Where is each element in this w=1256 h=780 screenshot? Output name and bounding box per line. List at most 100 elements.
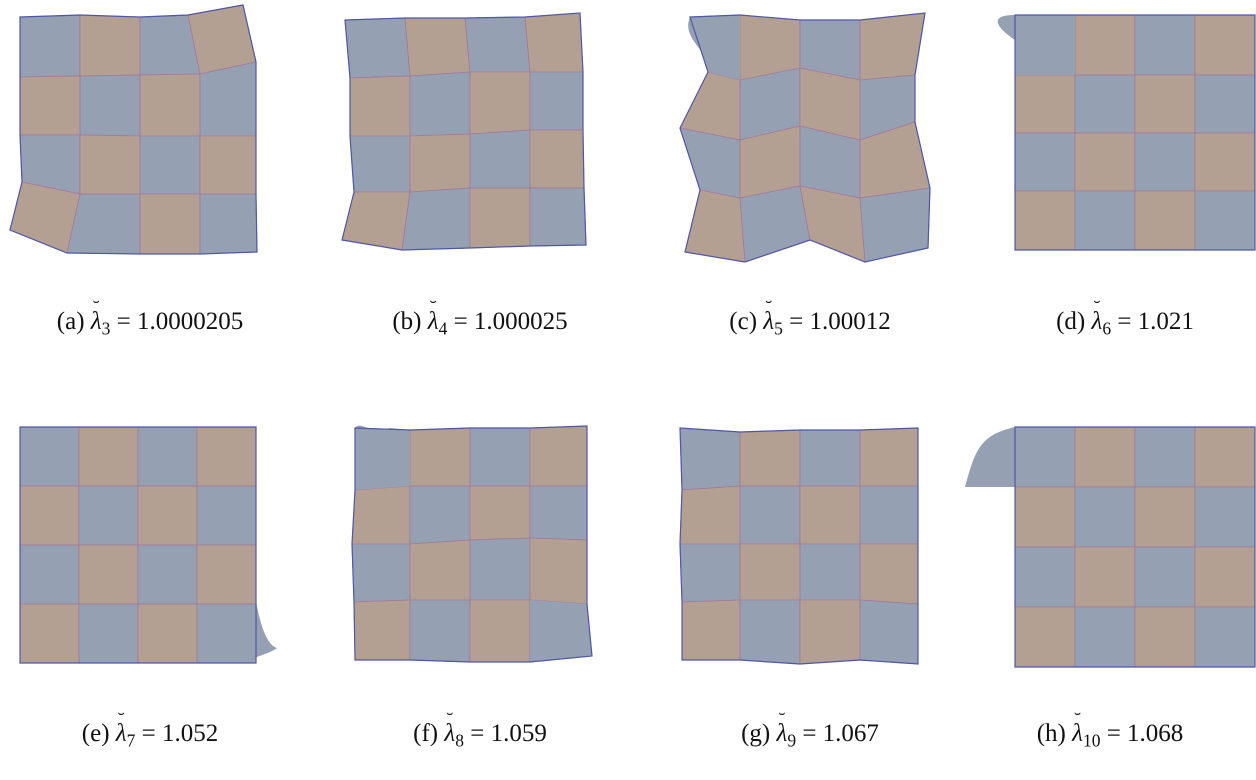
- mesh-outline: [679, 12, 931, 263]
- mesh-cell-tan: [137, 603, 198, 664]
- mesh-cell-tan: [859, 543, 919, 605]
- mesh-outline: [341, 12, 587, 251]
- mesh-cell-tan: [1074, 546, 1136, 608]
- mesh-cell-blue: [529, 71, 584, 131]
- mesh-outline: [1014, 14, 1256, 251]
- mesh-cell-blue: [1074, 606, 1136, 668]
- mesh-boundary-bulge: [997, 15, 1075, 75]
- mesh-cell-blue: [469, 537, 531, 601]
- mesh-cell-tan: [469, 599, 531, 663]
- caption: (e) λ7 = 1.052: [0, 720, 300, 751]
- mesh-plot: [679, 427, 919, 665]
- caption: (g) λ9 = 1.067: [660, 720, 960, 751]
- mesh-plot: [9, 4, 258, 255]
- mesh-cell-tan: [1134, 606, 1196, 668]
- mesh-plot: [19, 426, 277, 664]
- mesh-cell-blue: [409, 71, 471, 137]
- mesh-cell-tan: [353, 599, 411, 661]
- mesh-cell-blue: [739, 185, 811, 263]
- mesh-cell-tan: [196, 426, 257, 487]
- mesh-outline: [9, 4, 258, 255]
- mesh-cell-blue: [1074, 190, 1136, 251]
- mesh-cell-tan: [524, 12, 584, 73]
- mesh-cell-blue: [1014, 426, 1076, 488]
- mesh-plot: [997, 14, 1256, 251]
- mesh-outline: [19, 426, 257, 664]
- lambda-symbol: λ: [763, 308, 774, 336]
- mesh-cell-tan: [78, 544, 139, 605]
- mesh-boundary-bulge: [688, 15, 740, 80]
- mesh-plot: [965, 426, 1256, 668]
- mesh-cell-tan: [196, 544, 257, 605]
- mesh-cell-blue: [1134, 132, 1196, 192]
- caption: (f) λ8 = 1.059: [330, 720, 630, 751]
- mesh-cell-tan: [799, 185, 866, 263]
- mesh-cell-blue: [529, 485, 588, 541]
- mesh-outline: [351, 425, 593, 663]
- caption: (c) λ5 = 1.00012: [660, 308, 960, 339]
- panel-e: (e) λ7 = 1.052: [0, 410, 300, 780]
- mesh-cell-tan: [1134, 74, 1196, 134]
- mesh-cell-tan: [349, 75, 411, 137]
- mesh-cell-blue: [1134, 546, 1196, 608]
- mesh-cell-blue: [66, 193, 141, 255]
- mesh-cell-blue: [799, 429, 861, 487]
- mesh-cell-tan: [409, 133, 471, 193]
- mesh-cell-blue: [1134, 14, 1196, 76]
- mesh-cell-blue: [351, 543, 411, 603]
- mesh-cell-blue: [78, 603, 139, 664]
- mesh-cell-tan: [469, 71, 531, 135]
- mesh-cell-blue: [739, 599, 801, 665]
- mesh-cell-tan: [19, 603, 80, 664]
- mesh-cell-blue: [679, 543, 741, 603]
- mesh-cell-blue: [1074, 486, 1136, 548]
- lambda-symbol: λ: [776, 720, 787, 748]
- mesh-cell-blue: [1194, 74, 1256, 134]
- mesh-cell-blue: [529, 187, 587, 247]
- mesh-cell-tan: [1014, 190, 1076, 251]
- mesh-cell-tan: [799, 485, 861, 545]
- mesh-cell-tan: [409, 427, 471, 487]
- mesh-cell-tan: [137, 485, 198, 546]
- mesh-cell-blue: [1014, 132, 1076, 192]
- mesh-cell-blue: [799, 543, 861, 601]
- mesh-cell-blue: [199, 61, 257, 137]
- mesh-cell-tan: [1194, 426, 1256, 488]
- mesh-cell-tan: [1194, 546, 1256, 608]
- mesh-cell-tan: [1014, 486, 1076, 548]
- panel-b: (b) λ4 = 1.000025: [330, 0, 630, 370]
- mesh-cell-tan: [469, 187, 531, 249]
- mesh-cell-blue: [196, 603, 257, 664]
- mesh-cell-blue: [19, 426, 80, 487]
- mesh-cell-blue: [196, 485, 257, 546]
- mesh-cell-blue: [137, 544, 198, 605]
- mesh-cell-blue: [139, 135, 201, 195]
- mesh-cell-blue: [1194, 486, 1256, 548]
- mesh-cell-tan: [1134, 190, 1196, 251]
- mesh-boundary-bulge: [355, 425, 592, 662]
- mesh-cell-tan: [1194, 14, 1256, 76]
- mesh-cell-tan: [1074, 132, 1136, 192]
- mesh-cell-blue: [349, 135, 411, 193]
- mesh-cell-tan: [529, 129, 585, 189]
- lambda-symbol: λ: [428, 308, 439, 336]
- mesh-cell-blue: [859, 599, 919, 665]
- mesh-cell-blue: [1194, 190, 1256, 251]
- mesh-plot: [679, 12, 931, 263]
- mesh-boundary-bulge: [253, 601, 277, 659]
- mesh-plot: [341, 12, 587, 251]
- caption: (a) λ3 = 1.0000205: [0, 308, 300, 339]
- panel-d: (d) λ6 = 1.021: [975, 0, 1256, 370]
- caption: (b) λ4 = 1.000025: [330, 308, 630, 339]
- panel-c: (c) λ5 = 1.00012: [660, 0, 960, 370]
- lambda-symbol: λ: [91, 308, 102, 336]
- mesh-cell-blue: [137, 426, 198, 487]
- mesh-cell-tan: [351, 485, 411, 545]
- mesh-cell-blue: [19, 544, 80, 605]
- mesh-cell-tan: [799, 599, 861, 665]
- mesh-cell-blue: [19, 14, 81, 78]
- panel-h: (h) λ10 = 1.068: [960, 410, 1256, 780]
- mesh-cell-tan: [1074, 426, 1136, 488]
- mesh-cell-tan: [19, 485, 80, 546]
- caption: (d) λ6 = 1.021: [975, 308, 1256, 339]
